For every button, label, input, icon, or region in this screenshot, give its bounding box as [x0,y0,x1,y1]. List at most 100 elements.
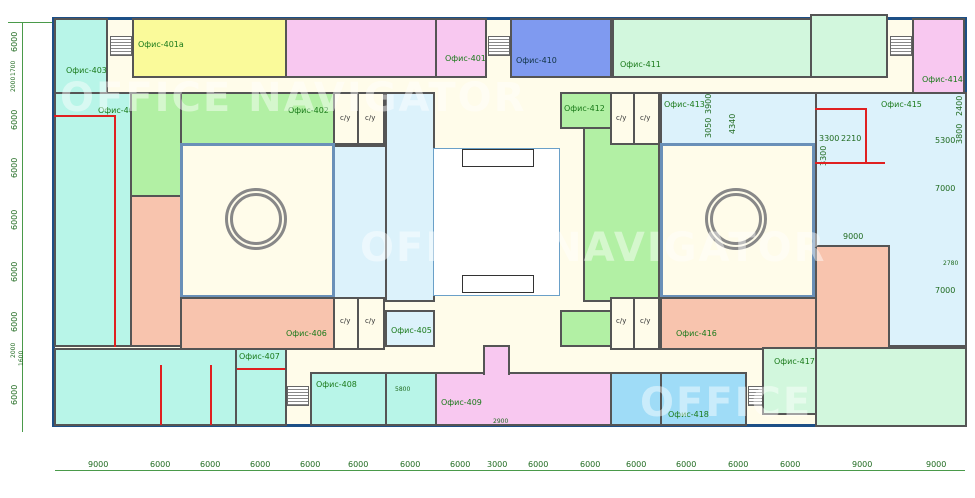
staircase [287,386,309,406]
courtyard-west [180,143,335,298]
room-406-area[interactable]: Офис-406 [180,297,335,350]
dimension-label: 6000 [728,460,749,469]
dimension-label: 6000 [580,460,601,469]
staircase [110,36,132,56]
room-cyan-southwest[interactable] [54,348,237,426]
dimension-label: 6000 [10,31,19,52]
room-401-pink[interactable] [285,18,437,78]
dimension-label: 6000 [200,460,221,469]
room-405[interactable]: Офис-405 [385,310,435,347]
dimension-label: 6000 [676,460,697,469]
wc[interactable]: с/у [333,297,359,350]
watermark: OFFICE NAVIGATOR [360,225,827,271]
dimension-label: 6000 [250,460,271,469]
wc[interactable]: с/у [333,92,359,145]
dimension-label: 4340 [728,113,737,134]
room-green-south[interactable] [560,310,612,347]
dimension-label: 9000 [88,460,109,469]
escalator-icon [462,275,534,293]
grid-line [22,22,23,432]
room-412[interactable]: Офис-412 [560,92,612,129]
room-416[interactable]: Офис-416 [660,297,817,350]
wc[interactable]: с/у [633,297,660,350]
dimension-label: 3300 [819,134,840,143]
dimension-label: 9000 [926,460,947,469]
dimension-label: 2000 [10,342,17,358]
room-404[interactable]: Офис-404 [54,92,139,347]
room-green-southeast[interactable] [815,347,967,427]
staircase [488,36,510,56]
dimension-label: 2900 [493,418,509,425]
room-401a[interactable]: Офис-401а [132,18,287,78]
room-light-blue-court[interactable] [333,145,387,300]
wc[interactable]: с/у [610,297,635,350]
dimension-label: 7000 [935,184,956,193]
room-green-strip[interactable] [583,127,660,302]
roundabout-icon [225,188,287,250]
dimension-label: 5800 [395,386,411,393]
dimension-label: 5300 [935,136,956,145]
dimension-label: 6000 [10,261,19,282]
dimension-label: 6000 [780,460,801,469]
room-411-east[interactable] [810,14,888,78]
dimension-label: 6000 [10,384,19,405]
room-407[interactable]: Офис-407 [235,348,287,426]
dimension-label: 6000 [300,460,321,469]
room-410[interactable]: Офис-410 [510,18,612,78]
wc[interactable]: с/у [357,297,385,350]
wc[interactable]: с/у [357,92,385,145]
courtyard-east [660,143,815,298]
staircase [890,36,912,56]
grid-line [55,470,965,471]
dimension-label: 1700 [10,60,17,76]
watermark: OFFICE NAVIGATOR [640,380,919,472]
dimension-label: 3900 [704,93,713,114]
dimension-label: 9000 [852,460,873,469]
dimension-label: 1600 [18,350,25,366]
dimension-label: 2000 [10,76,17,92]
red-partition [114,115,116,347]
room-409-annex[interactable] [483,345,510,375]
wc[interactable]: с/у [610,92,635,145]
dimension-label: 6000 [10,209,19,230]
red-partition [54,115,116,117]
dimension-label: 6000 [348,460,369,469]
dimension-label: 6000 [450,460,471,469]
room-411[interactable]: Офис-411 [612,18,812,78]
red-partition [160,365,162,425]
wc[interactable]: с/у [633,92,660,145]
dimension-label: 6000 [626,460,647,469]
room-cyan-south[interactable]: 5800 [385,372,437,426]
red-partition [815,108,865,110]
dimension-label: 6000 [400,460,421,469]
room-413[interactable]: Офис-413 3900 3050 4340 [660,92,817,145]
room-salmon-west[interactable] [130,195,182,347]
room-401[interactable]: Офис-401 [435,18,487,78]
dimension-label: 2780 [943,260,959,267]
atrium [433,148,560,296]
room-408[interactable]: Офис-408 [310,372,387,426]
room-blue-south[interactable] [610,372,662,426]
dimension-label: 2210 [841,134,862,143]
roundabout-icon [705,188,767,250]
dimension-label: 6000 [528,460,549,469]
dimension-label: 6000 [10,311,19,332]
dimension-label: 2400 [955,95,964,116]
room-414[interactable]: Офис-414 [912,18,965,94]
room-418[interactable]: Офис-418 [660,372,747,426]
watermark: OFFICE NAVIGATOR [60,75,527,121]
dimension-label: 6000 [150,460,171,469]
red-partition [237,368,285,370]
dimension-label: 9000 [843,232,864,241]
dimension-label: 3050 [704,117,713,138]
red-partition [865,108,867,163]
escalator-icon [462,149,534,167]
dimension-label: 7000 [935,286,956,295]
red-partition [210,365,212,425]
grid-line [8,22,53,23]
dimension-label: 6000 [10,157,19,178]
dimension-label: 3800 [955,123,964,144]
dimension-label: 6000 [10,109,19,130]
